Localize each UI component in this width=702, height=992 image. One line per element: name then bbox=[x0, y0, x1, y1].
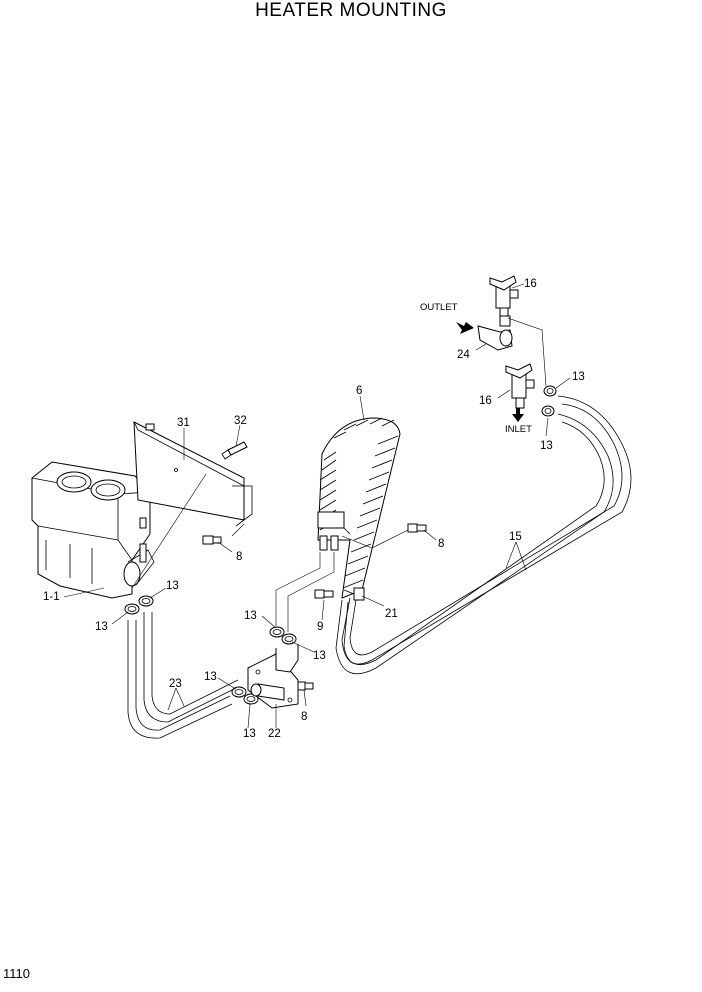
bolt-8-mid bbox=[407, 523, 427, 533]
callout-13-f: 13 bbox=[313, 650, 326, 662]
hose-23 bbox=[127, 612, 239, 739]
leader-lines bbox=[63, 283, 571, 729]
inlet-arrow-icon bbox=[512, 408, 524, 422]
clip-21 bbox=[343, 587, 365, 601]
bolt-9 bbox=[314, 589, 334, 599]
inlet-label: INLET bbox=[505, 424, 532, 435]
valve-16-top bbox=[489, 275, 519, 319]
callout-8-mid: 8 bbox=[438, 538, 444, 550]
page-number: 1110 bbox=[3, 966, 30, 981]
callout-13-d: 13 bbox=[95, 621, 108, 633]
callout-13-h: 13 bbox=[243, 728, 256, 740]
callout-9: 9 bbox=[317, 621, 323, 633]
valve-16-bottom bbox=[505, 363, 535, 409]
callout-16-bottom: 16 bbox=[479, 395, 492, 407]
callout-32: 32 bbox=[234, 415, 247, 427]
heater-unit bbox=[31, 461, 155, 599]
bolt-8-bottom bbox=[295, 681, 314, 691]
callout-31: 31 bbox=[177, 417, 190, 429]
callout-15: 15 bbox=[509, 531, 522, 543]
pipe-22 bbox=[247, 644, 299, 709]
elbow-24 bbox=[477, 315, 513, 351]
hose-6 bbox=[317, 417, 401, 599]
callout-24: 24 bbox=[457, 349, 470, 361]
callout-23: 23 bbox=[169, 678, 182, 690]
callout-13-a: 13 bbox=[572, 371, 585, 383]
page-title: HEATER MOUNTING bbox=[255, 0, 447, 21]
bolt-32 bbox=[221, 441, 248, 460]
callout-22: 22 bbox=[268, 728, 281, 740]
callout-13-c: 13 bbox=[166, 580, 179, 592]
callout-6: 6 bbox=[356, 385, 362, 397]
callout-13-e: 13 bbox=[244, 610, 257, 622]
callout-16-top: 16 bbox=[524, 278, 537, 290]
outlet-label: OUTLET bbox=[420, 302, 458, 313]
outlet-arrow-icon bbox=[456, 322, 474, 334]
callout-13-g: 13 bbox=[204, 671, 217, 683]
callout-8-left: 8 bbox=[236, 551, 242, 563]
callout-13-b: 13 bbox=[540, 440, 553, 452]
callout-1-1: 1-1 bbox=[43, 591, 60, 603]
clamps bbox=[124, 385, 557, 705]
cover-plate bbox=[133, 421, 253, 527]
hose-15 bbox=[335, 395, 632, 675]
bolt-8-left bbox=[202, 535, 222, 545]
callout-8-bottom: 8 bbox=[301, 711, 307, 723]
callout-21: 21 bbox=[385, 608, 398, 620]
